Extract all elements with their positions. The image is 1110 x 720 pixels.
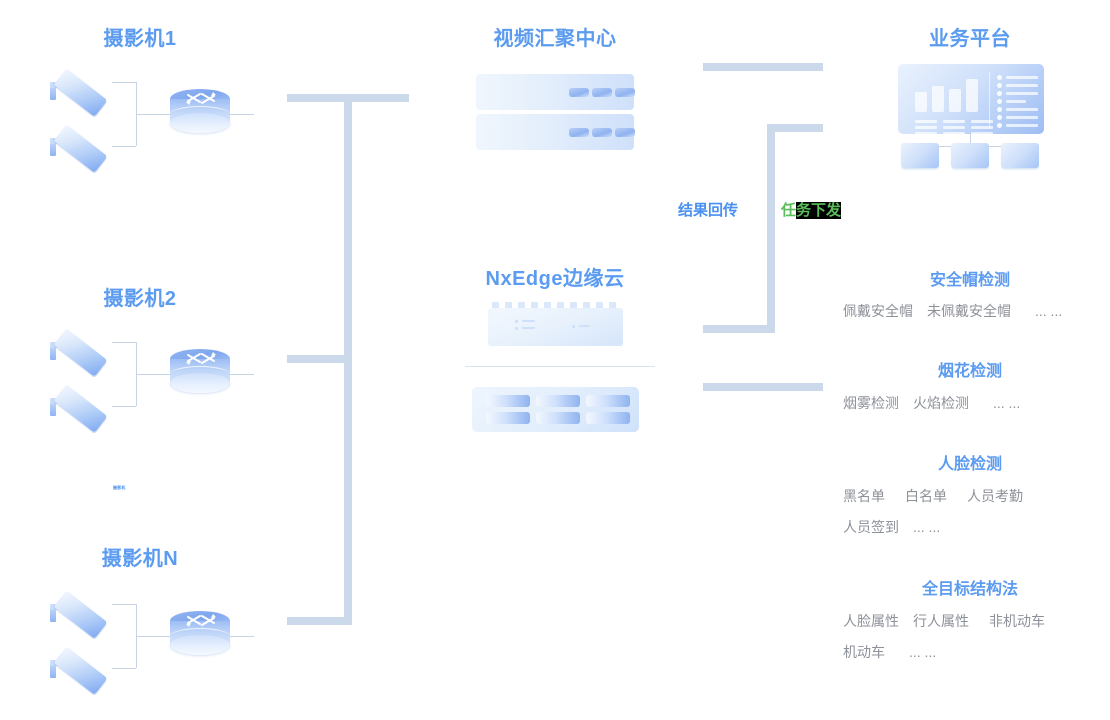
- bus-stub-camera-2: [287, 355, 347, 363]
- link-result-return: [703, 325, 775, 333]
- camera-icon: [48, 640, 110, 695]
- camera-icon: [48, 62, 110, 117]
- camera-branch-line: [112, 82, 136, 83]
- capability-item: 人脸属性: [843, 613, 899, 629]
- column-title-edge-cloud: NxEdge边缘云: [485, 268, 625, 290]
- column-title-camera-1: 摄影机1: [103, 28, 177, 50]
- capability-item: 行人属性: [913, 613, 969, 629]
- capability-title-helmet: 安全帽检测: [929, 272, 1010, 289]
- capability-item: 人员考勤: [967, 488, 1023, 504]
- bus-vertical-left: [344, 100, 352, 625]
- platform-tree-trunk: [970, 134, 971, 146]
- camera-branch-line: [112, 668, 136, 669]
- column-title-camera-n: 摄影机N: [101, 548, 179, 570]
- camera-branch-line: [112, 406, 136, 407]
- client-terminal-icon: [1001, 143, 1039, 168]
- router-out-line: [230, 114, 254, 115]
- capability-row: 黑名单 白名单 人员考勤: [843, 481, 1023, 512]
- server-rack-icon: [476, 114, 635, 150]
- camera-to-router-line: [136, 114, 174, 115]
- capability-row: 人员签到 ... ...: [843, 512, 1023, 543]
- camera-icon: [48, 322, 110, 377]
- client-terminal-icon: [951, 143, 989, 168]
- capability-items-helmet: 佩戴安全帽未佩戴安全帽 ... ...: [843, 296, 1062, 327]
- capability-item: 火焰检测: [913, 395, 969, 411]
- capability-item: 未佩戴安全帽: [927, 303, 1011, 319]
- column-title-platform: 业务平台: [929, 28, 1011, 50]
- column-title-video-center: 视频汇聚中心: [493, 28, 617, 50]
- server-blade-icon: [472, 387, 639, 432]
- camera-to-router-line: [136, 636, 174, 637]
- capability-item: 佩戴安全帽: [843, 303, 913, 319]
- router-icon: [170, 349, 230, 399]
- micro-artifact-label: 摄影机: [113, 485, 126, 490]
- capability-item: 人员签到: [843, 519, 899, 535]
- flow-label-task-dispatch: 任务下发: [781, 199, 842, 220]
- camera-to-router-line: [136, 374, 174, 375]
- capability-item-more: ... ...: [993, 395, 1021, 411]
- router-icon: [170, 89, 230, 139]
- camera-branch-line: [112, 604, 136, 605]
- capability-item-more: ... ...: [1035, 303, 1063, 319]
- capability-item: 机动车: [843, 644, 885, 660]
- camera-icon: [48, 584, 110, 639]
- capability-item: 白名单: [905, 488, 947, 504]
- capability-item: 黑名单: [843, 488, 885, 504]
- link-capability-bus: [703, 383, 823, 391]
- bus-stub-camera-1: [287, 94, 409, 102]
- client-terminal-icon: [901, 143, 939, 168]
- capability-item-more: ... ...: [909, 644, 937, 660]
- capability-title-face: 人脸检测: [937, 456, 1002, 473]
- router-icon: [170, 611, 230, 661]
- capability-title-structuring: 全目标结构法: [921, 581, 1018, 598]
- task-dispatch-head: 任: [781, 202, 797, 219]
- task-dispatch-highlighted: 务下发: [796, 202, 842, 219]
- capability-items-fire: 烟雾检测火焰检测 ... ...: [843, 388, 1020, 419]
- bus-stub-camera-n: [287, 617, 347, 625]
- link-platform-top: [703, 63, 823, 71]
- camera-branch-line: [112, 342, 136, 343]
- capability-items-structuring: 人脸属性行人属性 非机动车 机动车 ... ...: [843, 606, 1045, 668]
- dashboard-icon: [898, 64, 1044, 134]
- camera-icon: [48, 118, 110, 173]
- capability-row: 人脸属性行人属性 非机动车: [843, 606, 1045, 637]
- capability-title-fire: 烟花检测: [937, 363, 1002, 380]
- router-out-line: [230, 374, 254, 375]
- camera-icon: [48, 378, 110, 433]
- network-switch-icon: [488, 308, 623, 346]
- column-title-camera-2: 摄影机2: [103, 288, 177, 310]
- capability-item: 非机动车: [989, 613, 1045, 629]
- capability-items-face: 黑名单 白名单 人员考勤 人员签到 ... ...: [843, 481, 1023, 543]
- flow-label-result-return: 结果回传: [678, 202, 739, 219]
- edge-cloud-divider: [465, 366, 655, 367]
- link-dispatch-top: [767, 124, 823, 132]
- router-out-line: [230, 636, 254, 637]
- capability-item: 烟雾检测: [843, 395, 899, 411]
- camera-branch-line: [112, 146, 136, 147]
- capability-row: 机动车 ... ...: [843, 637, 1045, 668]
- link-dispatch-vertical: [767, 124, 775, 330]
- server-rack-icon: [476, 74, 635, 110]
- capability-item-more: ... ...: [913, 519, 941, 535]
